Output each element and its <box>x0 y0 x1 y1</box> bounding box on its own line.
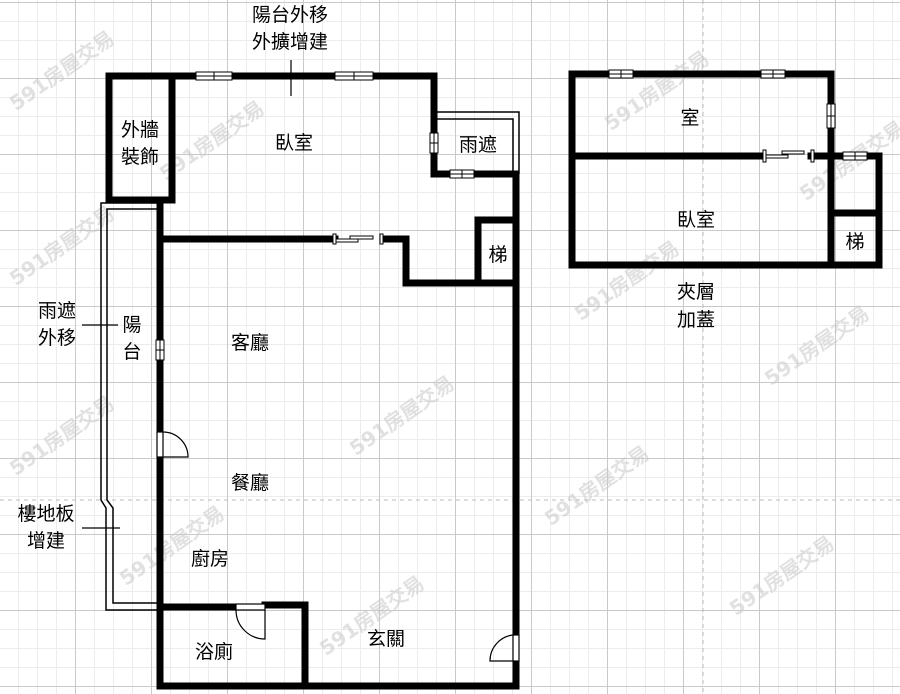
mezzanine-bedroom: 臥室 <box>676 209 715 231</box>
windows <box>155 71 475 361</box>
room-bathroom: 浴廁 <box>194 641 233 663</box>
annotation-canopy-move-line1: 雨遮 <box>37 300 76 322</box>
mezzanine-room: 室 <box>680 107 700 129</box>
annotation-balcony-move-line2: 外擴增建 <box>251 31 328 53</box>
room-exterior-wall-line1: 外牆 <box>120 119 159 141</box>
leader-lines <box>82 60 292 529</box>
room-stairs: 梯 <box>488 244 508 266</box>
mezzanine-caption-line1: 夾層 <box>676 281 715 303</box>
room-entrance: 玄關 <box>366 628 405 650</box>
mezzanine-sliding-door <box>762 149 815 163</box>
room-bedroom: 臥室 <box>274 132 313 154</box>
room-balcony-line2: 台 <box>122 341 142 363</box>
mezzanine-stairs: 梯 <box>845 231 865 253</box>
balcony-extension-outline <box>100 202 160 611</box>
room-balcony-line1: 陽 <box>122 314 142 336</box>
canopy-outline <box>437 111 520 174</box>
mezzanine-windows <box>608 69 868 161</box>
annotation-canopy-move-line2: 外移 <box>37 327 76 349</box>
room-kitchen: 廚房 <box>190 548 229 570</box>
room-exterior-wall-line2: 裝飾 <box>120 146 159 168</box>
room-dining-room: 餐廳 <box>230 472 269 494</box>
room-canopy: 雨遮 <box>458 134 497 156</box>
room-living-room: 客廳 <box>230 332 269 354</box>
annotation-floor-add-line2: 增建 <box>26 530 65 552</box>
mezzanine-walls <box>568 70 883 269</box>
swing-doors <box>156 431 520 662</box>
mezzanine-caption-line2: 加蓋 <box>676 309 715 331</box>
main-walls <box>105 72 520 690</box>
sliding-door <box>332 233 384 245</box>
annotation-floor-add-line1: 樓地板 <box>17 503 75 525</box>
annotation-balcony-move-line1: 陽台外移 <box>251 4 328 26</box>
